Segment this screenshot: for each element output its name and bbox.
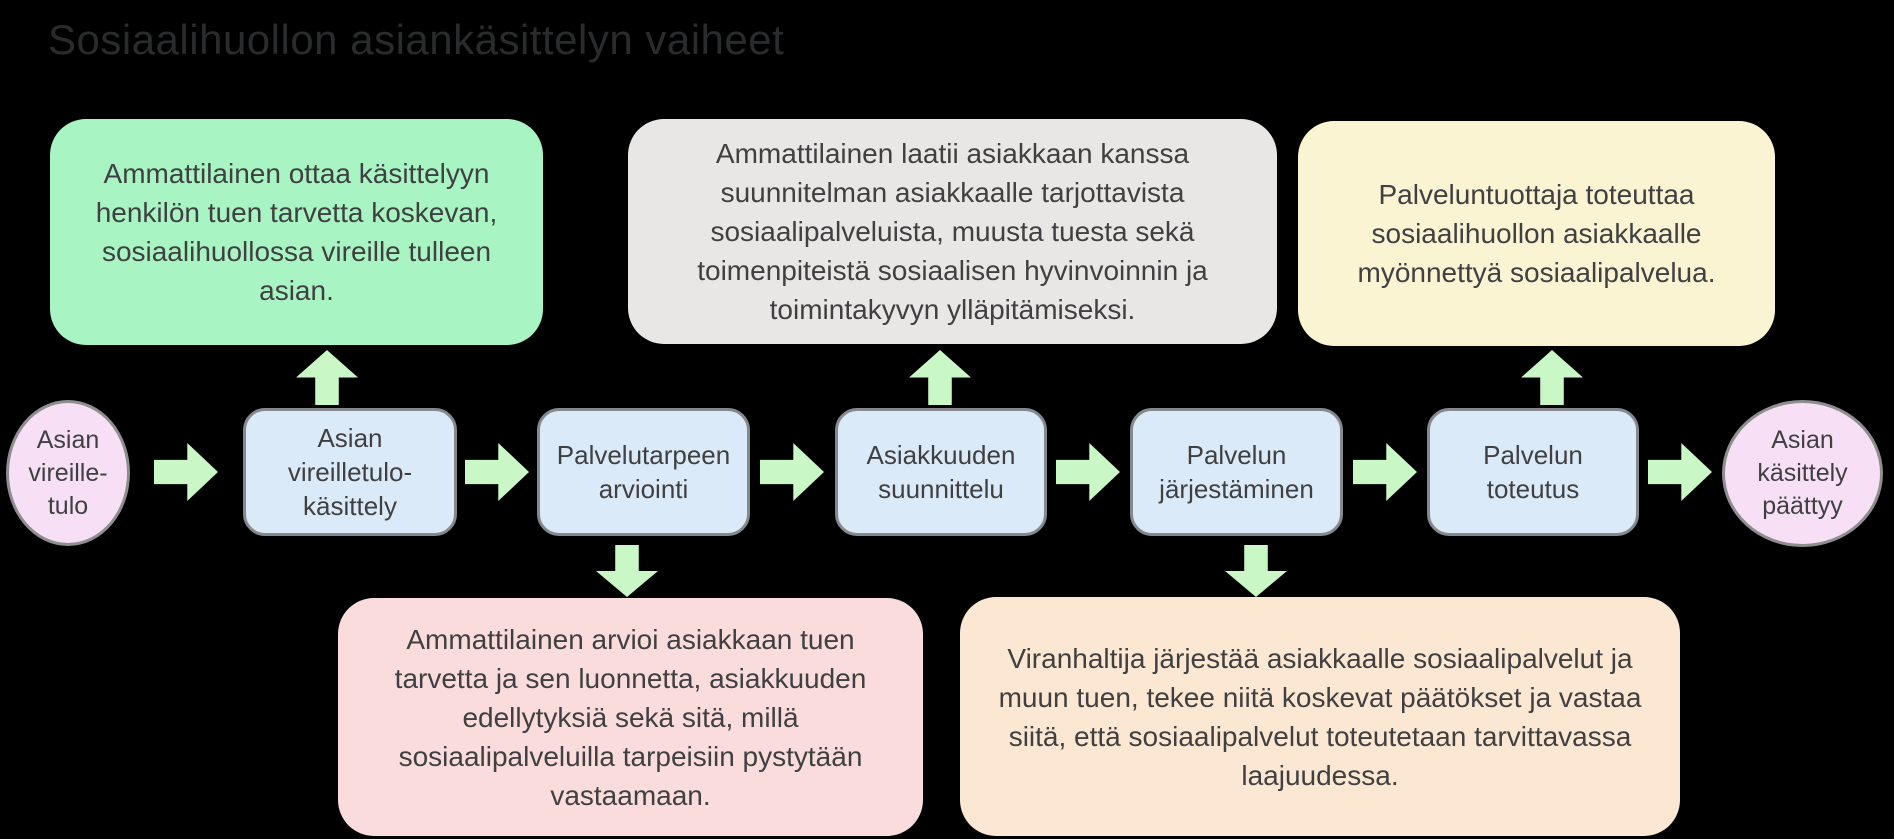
arrow-right-icon-5 [1353, 443, 1417, 501]
page-title: Sosiaalihuollon asiankäsittelyn vaiheet [48, 16, 785, 63]
note-palvelutarpeen-arviointi: Ammattilainen arvioi asiakkaan tuen tarv… [338, 598, 923, 836]
step-palvelun-jarjestaminen: Palvelun järjestäminen [1130, 408, 1343, 536]
arrow-up-icon-2 [909, 350, 971, 405]
step-asian-vireilletulo-kasittely: Asian vireilletulo-käsittely [243, 408, 457, 536]
arrow-right-icon-4 [1056, 443, 1120, 501]
step-label: Asiakkuuden suunnittelu [866, 440, 1016, 504]
terminal-label: Asian vireille-tulo [28, 425, 108, 520]
arrow-up-icon-3 [1521, 350, 1583, 405]
note-text: Ammattilainen laatii asiakkaan kanssa su… [697, 138, 1208, 325]
step-label: Palvelutarpeen arviointi [556, 440, 731, 504]
step-palvelun-toteutus: Palvelun toteutus [1427, 408, 1639, 536]
note-text: Viranhaltija järjestää asiakkaalle sosia… [998, 642, 1642, 791]
start-terminal: Asian vireille-tulo [6, 400, 130, 546]
step-asiakkuuden-suunnittelu: Asiakkuuden suunnittelu [835, 408, 1047, 536]
arrow-right-icon-6 [1648, 443, 1712, 501]
arrow-down-icon-1 [596, 545, 658, 597]
arrow-right-icon-3 [760, 443, 824, 501]
note-text: Ammattilainen ottaa käsittelyyn henkilön… [95, 158, 498, 306]
arrow-right-icon-2 [465, 443, 529, 501]
note-vireilletulo-kasittely: Ammattilainen ottaa käsittelyyn henkilön… [50, 119, 543, 345]
step-label: Palvelun järjestäminen [1159, 440, 1314, 504]
note-text: Palveluntuottaja toteuttaa sosiaalihuoll… [1357, 179, 1716, 288]
note-palvelun-jarjestaminen: Viranhaltija järjestää asiakkaalle sosia… [960, 597, 1680, 836]
arrow-right-icon-1 [154, 443, 218, 501]
arrow-down-icon-2 [1225, 545, 1287, 597]
note-text: Ammattilainen arvioi asiakkaan tuen tarv… [394, 623, 867, 811]
arrow-up-icon-1 [296, 350, 358, 405]
end-terminal: Asian käsittely päättyy [1722, 400, 1883, 547]
note-asiakkuuden-suunnittelu: Ammattilainen laatii asiakkaan kanssa su… [628, 119, 1277, 344]
note-palvelun-toteutus: Palveluntuottaja toteuttaa sosiaalihuoll… [1298, 121, 1775, 346]
step-palvelutarpeen-arviointi: Palvelutarpeen arviointi [537, 408, 750, 536]
step-label: Palvelun toteutus [1483, 440, 1583, 504]
step-label: Asian vireilletulo-käsittely [287, 423, 413, 521]
terminal-label: Asian käsittely päättyy [1757, 426, 1848, 520]
